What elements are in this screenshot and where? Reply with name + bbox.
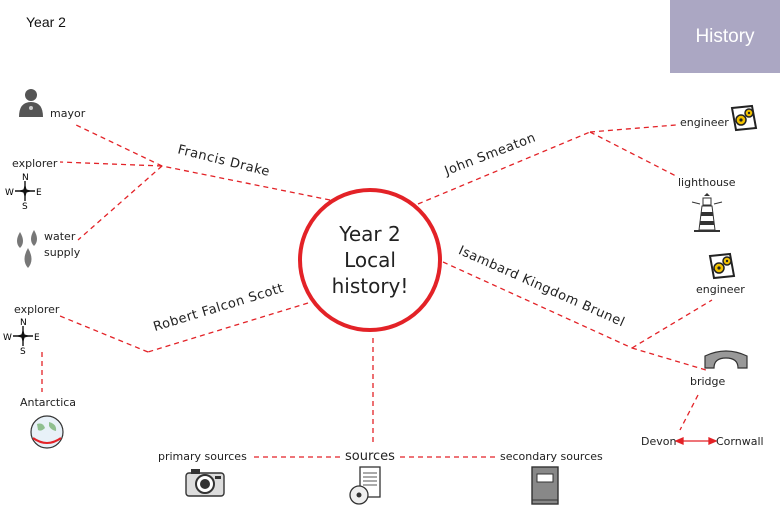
leaf-antarctica: Antarctica [20, 396, 77, 409]
year-heading: Year 2 [26, 14, 66, 30]
person-icon [19, 89, 43, 117]
gears-icon [708, 252, 736, 280]
leaf-bridge: bridge [690, 375, 726, 388]
subject-badge: History [670, 0, 780, 73]
compass-n: N [22, 173, 29, 183]
leaf-mayor: mayor [50, 107, 86, 120]
leaf-cornwall: Cornwall [716, 435, 764, 448]
compass-e: E [36, 188, 42, 198]
leaf-devon: Devon [641, 435, 677, 448]
leaf-explorer-drake: explorer [12, 157, 58, 170]
leaf-primary-sources: primary sources [158, 450, 247, 463]
leaf-supply: supply [44, 246, 81, 259]
water-drops-icon [17, 230, 37, 268]
compass-icon: N S W E [3, 318, 40, 355]
subject-label: History [695, 25, 755, 47]
camera-icon [185, 469, 225, 497]
branch-sources: sources [345, 449, 395, 464]
center-line-3: history! [331, 274, 409, 298]
leaf-engineer-smeaton: engineer [680, 116, 729, 129]
leaf-explorer-scott: explorer [14, 303, 60, 316]
compass-w: W [5, 188, 14, 198]
compass-s: S [20, 347, 26, 355]
book-icon [531, 466, 559, 505]
center-line-1: Year 2 [339, 222, 401, 246]
leaf-water: water [44, 230, 76, 243]
compass-w: W [3, 333, 12, 343]
leaf-engineer-brunel: engineer [696, 283, 745, 296]
compass-s: S [22, 202, 28, 210]
leaf-lighthouse: lighthouse [678, 176, 736, 189]
bridge-icon [704, 350, 748, 369]
compass-e: E [34, 333, 40, 343]
lighthouse-icon [691, 193, 723, 232]
leaf-secondary-sources: secondary sources [500, 450, 603, 463]
gears-icon [730, 104, 758, 132]
globe-icon [30, 415, 64, 449]
center-line-2: Local [344, 248, 396, 272]
central-topic: Year 2 Local history! [298, 188, 442, 332]
compass-n: N [20, 318, 27, 328]
document-cd-icon [349, 466, 381, 505]
compass-icon: N S W E [5, 173, 42, 210]
